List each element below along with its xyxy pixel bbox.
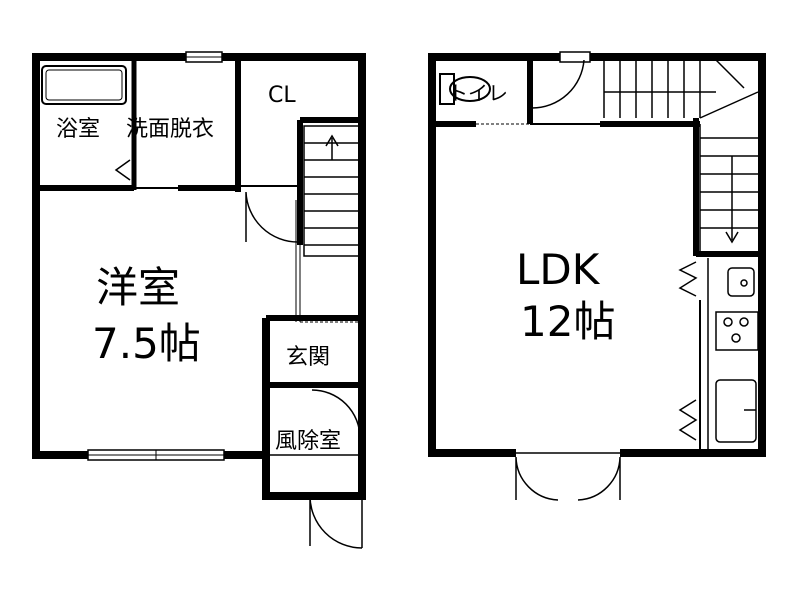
first-floor (32, 51, 366, 549)
balcony-door-right (577, 456, 621, 501)
toilet-fixture (439, 73, 455, 105)
label-toilet: トイレ (448, 81, 508, 105)
door-windbreak (311, 389, 361, 439)
label-windbreak-room: 風除室 (275, 429, 341, 454)
stairs-first-floor (303, 125, 363, 257)
label-entrance: 玄関 (286, 345, 330, 370)
label-western-room-size: 7.5帖 (92, 319, 201, 368)
window-toilet (559, 51, 591, 63)
label-ldk-size: 12帖 (520, 297, 615, 346)
label-closet: CL (268, 83, 296, 108)
door-toilet (531, 59, 585, 109)
stove (715, 311, 759, 351)
label-washroom: 洗面脱衣 (126, 117, 214, 142)
kitchen-counter (678, 258, 759, 450)
label-bath: 浴室 (56, 117, 100, 142)
fridge (715, 379, 757, 443)
balcony-door-left (515, 456, 559, 501)
stairs-second-floor (603, 59, 759, 252)
front-door (309, 495, 363, 549)
bathtub (41, 65, 127, 105)
second-floor-outer-wall (428, 53, 766, 457)
label-western-room: 洋室 (96, 263, 180, 312)
door-hall (245, 191, 299, 243)
second-floor (428, 51, 766, 501)
label-ldk: LDK (516, 245, 601, 294)
sink (727, 267, 755, 297)
